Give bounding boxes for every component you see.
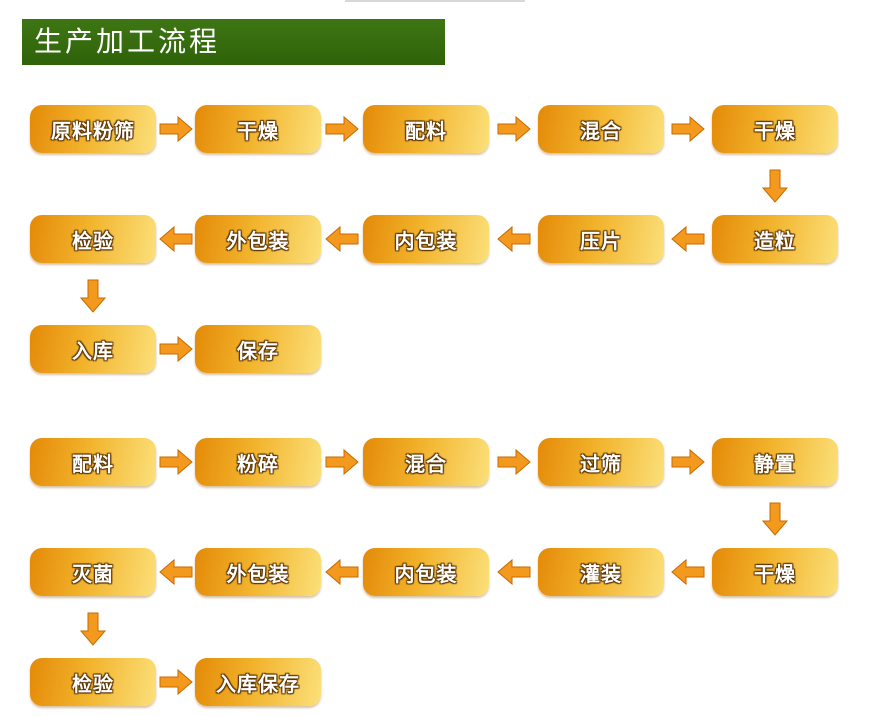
process-step: 静置	[712, 438, 838, 486]
process-step: 检验	[30, 215, 156, 263]
left-arrow-icon	[158, 558, 194, 586]
left-arrow-icon	[496, 558, 532, 586]
left-arrow-icon	[496, 225, 532, 253]
process-step: 过筛	[538, 438, 664, 486]
process-step: 干燥	[712, 548, 838, 596]
process-step: 干燥	[195, 105, 321, 153]
left-arrow-icon	[670, 225, 706, 253]
process-step: 外包装	[195, 548, 321, 596]
down-arrow-icon	[79, 278, 107, 314]
process-step: 灌装	[538, 548, 664, 596]
left-arrow-icon	[324, 558, 360, 586]
right-arrow-icon	[670, 115, 706, 143]
process-step: 配料	[363, 105, 489, 153]
process-step: 粉碎	[195, 438, 321, 486]
process-step: 压片	[538, 215, 664, 263]
right-arrow-icon	[324, 115, 360, 143]
process-step: 造粒	[712, 215, 838, 263]
left-arrow-icon	[158, 225, 194, 253]
process-step: 内包装	[363, 548, 489, 596]
right-arrow-icon	[670, 448, 706, 476]
right-arrow-icon	[158, 335, 194, 363]
process-step: 灭菌	[30, 548, 156, 596]
process-step: 入库	[30, 325, 156, 373]
right-arrow-icon	[158, 448, 194, 476]
process-step: 混合	[538, 105, 664, 153]
down-arrow-icon	[761, 501, 789, 537]
down-arrow-icon	[79, 611, 107, 647]
process-step: 入库保存	[195, 658, 321, 706]
process-step: 干燥	[712, 105, 838, 153]
process-step: 配料	[30, 438, 156, 486]
right-arrow-icon	[496, 115, 532, 143]
right-arrow-icon	[158, 668, 194, 696]
process-step: 混合	[363, 438, 489, 486]
process-step: 保存	[195, 325, 321, 373]
process-step: 原料粉筛	[30, 105, 156, 153]
right-arrow-icon	[496, 448, 532, 476]
right-arrow-icon	[324, 448, 360, 476]
top-divider	[345, 0, 525, 2]
process-step: 外包装	[195, 215, 321, 263]
process-step: 检验	[30, 658, 156, 706]
left-arrow-icon	[670, 558, 706, 586]
page-title: 生产加工流程	[22, 19, 445, 65]
right-arrow-icon	[158, 115, 194, 143]
down-arrow-icon	[761, 168, 789, 204]
left-arrow-icon	[324, 225, 360, 253]
process-step: 内包装	[363, 215, 489, 263]
